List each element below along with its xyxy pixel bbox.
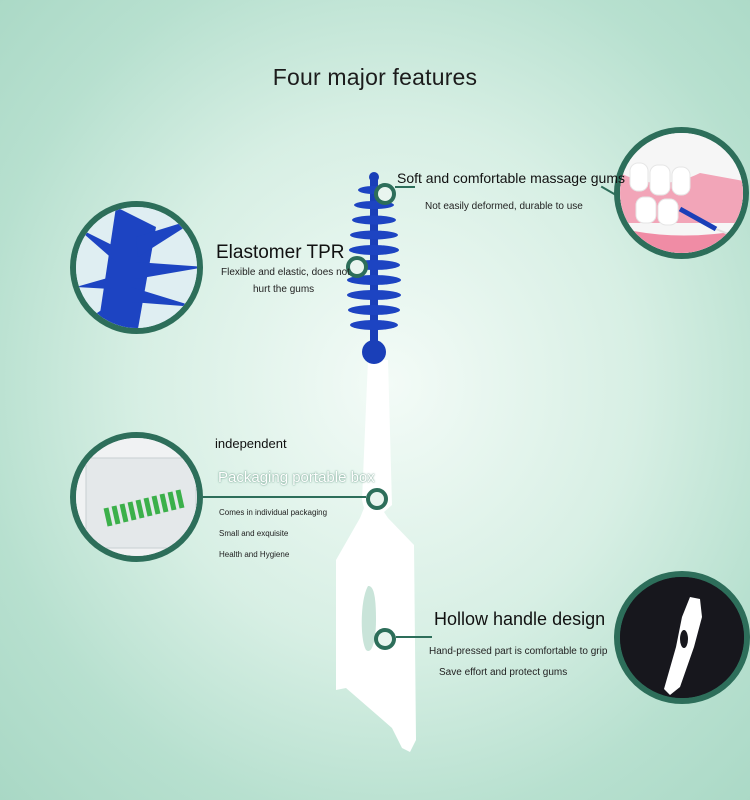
handle-line-1: Hand-pressed part is comfortable to grip [429, 646, 608, 657]
teeth-with-brush-image [620, 133, 743, 253]
handle-connector-line [396, 636, 432, 638]
brush-tip [369, 172, 379, 182]
packaging-bullet-2: Small and exquisite [219, 529, 289, 538]
massage-subtitle: Not easily deformed, durable to use [425, 201, 583, 212]
massage-connector-line [395, 186, 415, 188]
bristle-closeup-image [76, 207, 197, 328]
handle-connector-dot [374, 628, 396, 650]
packaging-connector-line [203, 496, 366, 498]
packaging-circle [70, 432, 203, 562]
elastomer-line-1: Flexible and elastic, does not [221, 267, 350, 278]
handle-circle [614, 571, 750, 704]
brush-handle [336, 360, 416, 752]
elastomer-circle [70, 201, 203, 334]
packaging-title: Packaging portable box [218, 469, 375, 486]
massage-connector-dot [374, 183, 396, 205]
handle-closeup-image [620, 577, 744, 698]
brush-base-knob [362, 340, 386, 364]
packaging-box-image [76, 438, 197, 556]
elastomer-title: Elastomer TPR [216, 242, 345, 263]
elastomer-line-2: hurt the gums [253, 284, 315, 295]
packaging-connector-dot [366, 488, 388, 510]
packaging-bullet-3: Health and Hygiene [219, 550, 290, 559]
brush-bristles [347, 186, 401, 330]
packaging-pre-title: independent [215, 436, 287, 451]
handle-title: Hollow handle design [434, 609, 606, 629]
massage-circle [614, 127, 749, 259]
packaging-bullet-1: Comes in individual packaging [219, 508, 328, 517]
elastomer-connector-dot [346, 256, 368, 278]
handle-hollow [361, 585, 376, 651]
massage-title: Soft and comfortable massage gums [397, 170, 626, 186]
handle-line-2: Save effort and protect gums [439, 667, 568, 678]
page-title: Four major features [272, 64, 478, 90]
